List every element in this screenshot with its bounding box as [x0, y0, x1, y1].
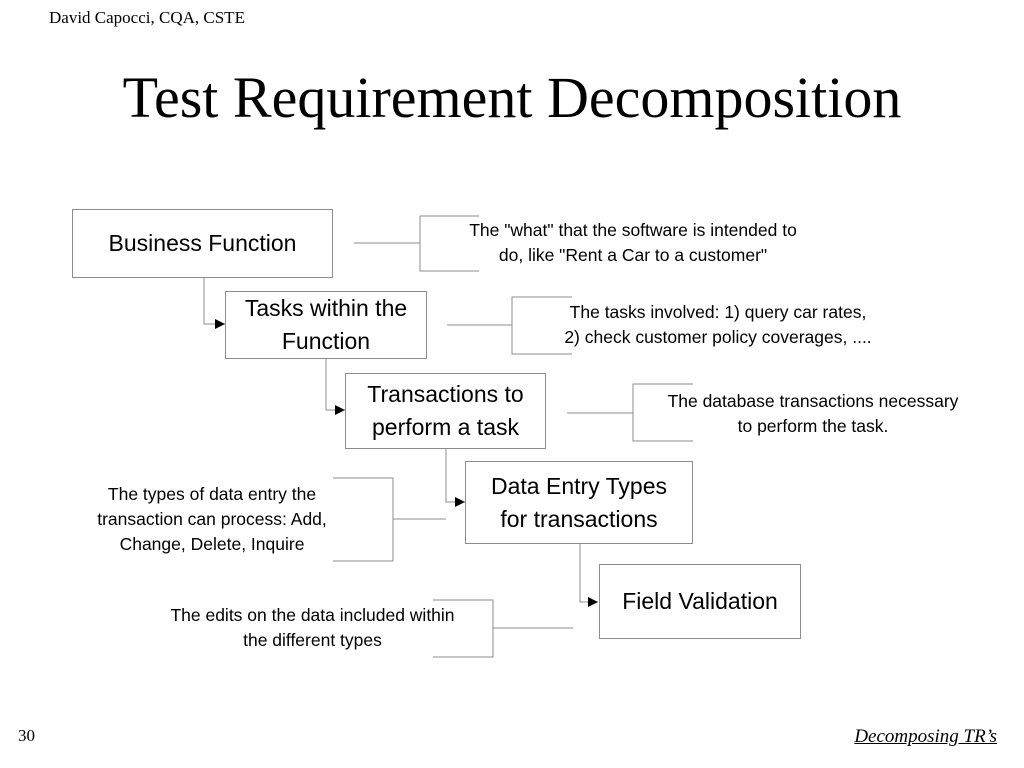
box-transactions: Transactions to perform a task — [345, 373, 546, 449]
flow-arrow-2 — [325, 359, 345, 415]
box-business-function: Business Function — [72, 209, 333, 278]
page-number: 30 — [18, 726, 35, 745]
callout-5 — [433, 599, 573, 658]
box-field-validation: Field Validation — [599, 564, 801, 639]
callout-2 — [447, 296, 572, 355]
box-tasks-within-function: Tasks within the Function — [225, 291, 427, 359]
flow-arrow-3 — [445, 449, 465, 507]
callout-4 — [333, 477, 446, 562]
note-business-function: The "what" that the software is intended… — [469, 220, 797, 265]
author-line: David Capocci, CQA, CSTE — [49, 8, 245, 27]
callout-3 — [567, 383, 693, 442]
flow-arrow-4 — [579, 544, 598, 607]
box-data-entry-types: Data Entry Types for transactions — [465, 461, 693, 544]
note-field-validation: The edits on the data included within th… — [170, 605, 455, 650]
decomposing-trs-link[interactable]: Decomposing TR’s — [854, 726, 997, 747]
flow-arrow-1 — [203, 278, 225, 329]
note-transactions: The database transactions necessary to p… — [667, 391, 959, 436]
slide-title: Test Requirement Decomposition — [122, 65, 902, 130]
callout-1 — [354, 215, 479, 272]
note-data-entry-types: The types of data entry the transaction … — [97, 484, 327, 554]
note-tasks: The tasks involved: 1) query car rates, … — [564, 302, 872, 347]
